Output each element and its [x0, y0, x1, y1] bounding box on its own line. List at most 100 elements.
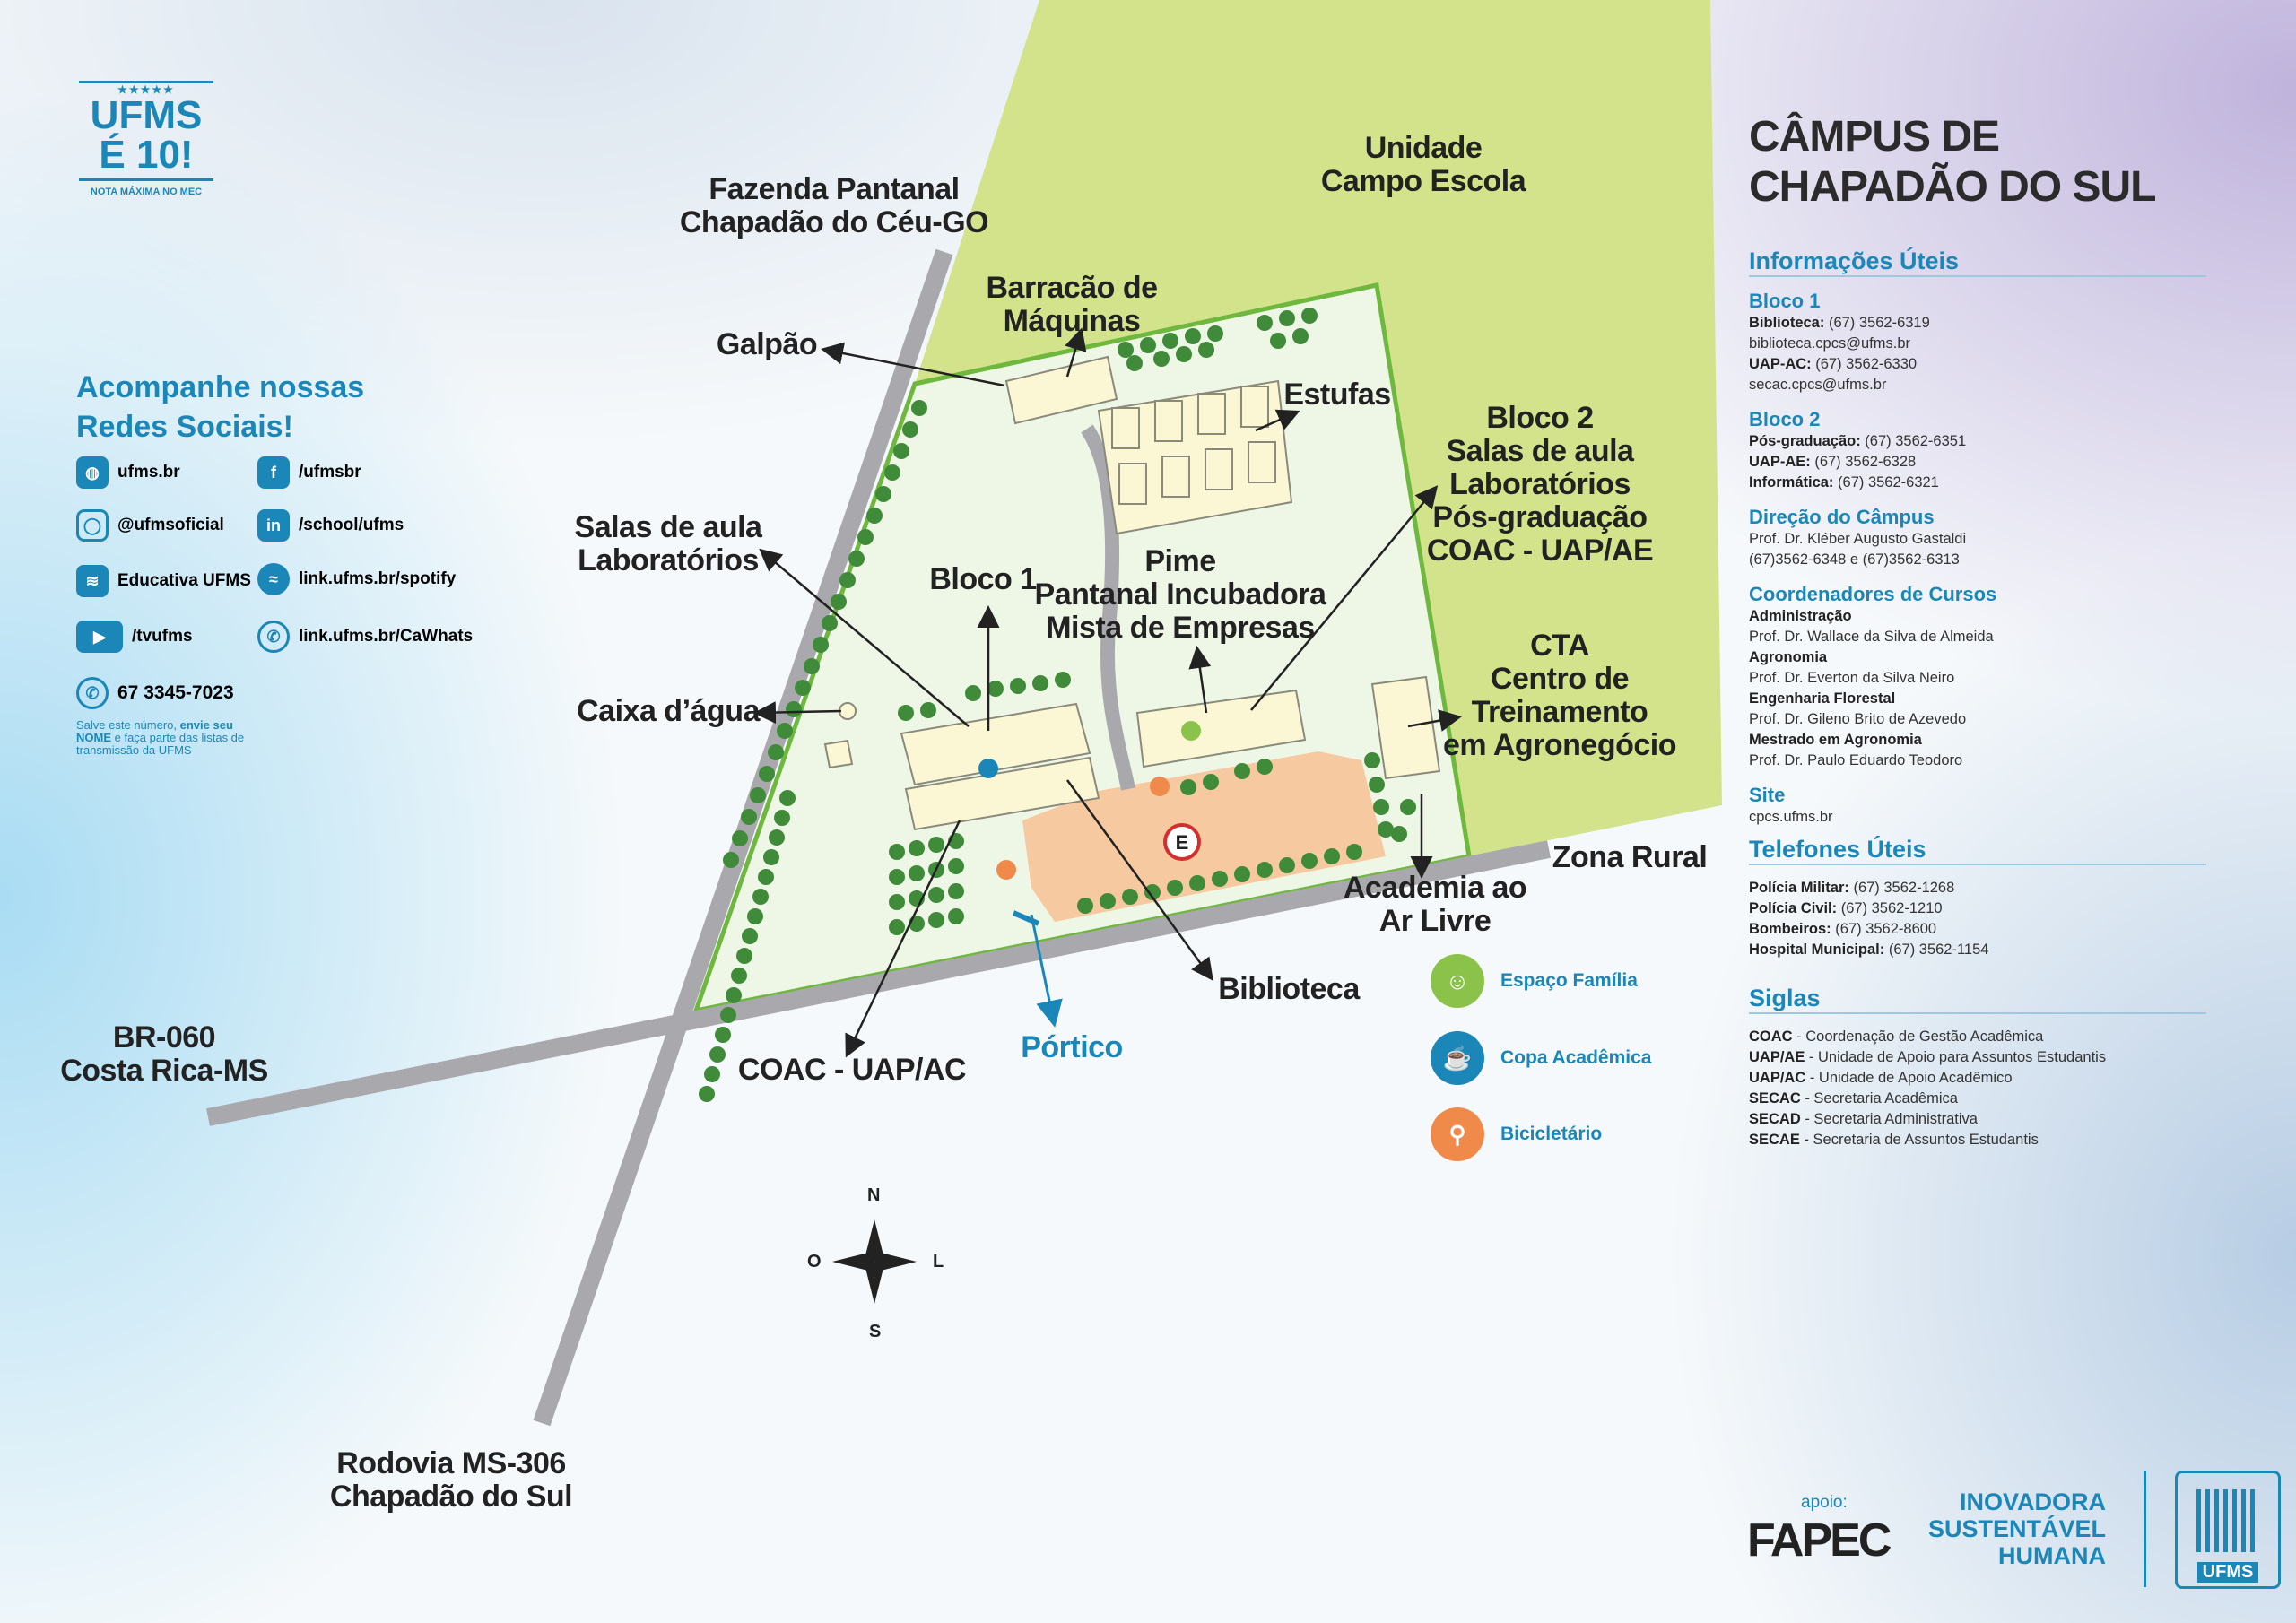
info-line: Prof. Dr. Wallace da Silva de Almeida — [1749, 629, 1994, 645]
facebook-icon: f — [257, 456, 290, 489]
tree-icon — [1185, 328, 1201, 344]
tree-icon — [831, 594, 847, 610]
tree-icon — [786, 701, 802, 717]
tree-icon — [1270, 333, 1286, 349]
tree-icon — [758, 869, 774, 885]
social-whatsapp-number[interactable]: ✆67 3345-7023 — [76, 677, 234, 709]
campo-escola-area — [915, 0, 1722, 856]
small-building — [823, 739, 854, 769]
tree-icon — [1180, 779, 1196, 795]
label-line: Costa Rica-MS — [60, 1054, 268, 1088]
label-line: Ar Livre — [1378, 904, 1492, 938]
whatsapp-note: Salve este número, envie seu NOME e faça… — [76, 719, 256, 757]
tree-icon — [1144, 884, 1161, 900]
portico-arrow — [1030, 914, 1063, 1028]
label-line: Salas de aula — [1446, 434, 1634, 468]
tree-icon — [774, 810, 790, 826]
label-line: Mista de Empresas — [1046, 611, 1315, 645]
info-line: Pós-graduação: (67) 3562-6351 — [1749, 433, 1967, 449]
social-label: link.ufms.br/CaWhats — [299, 627, 474, 646]
tree-icon — [795, 680, 811, 696]
info-line: Prof. Dr. Kléber Augusto Gastaldi — [1749, 531, 1967, 547]
label-line: Máquinas — [1003, 304, 1141, 338]
info-heading: Informações Úteis — [1749, 247, 2206, 277]
greenhouse — [1161, 456, 1190, 498]
tree-icon — [750, 787, 766, 803]
apoio-label: apoio: — [1801, 1493, 1848, 1512]
social-website[interactable]: ◍ufms.br — [76, 456, 180, 489]
label-line: Academia ao — [1343, 871, 1527, 905]
whatsapp-icon: ✆ — [76, 677, 109, 709]
pime-building — [1135, 689, 1307, 768]
tree-icon — [1122, 889, 1138, 905]
info-line: Prof. Dr. Paulo Eduardo Teodoro — [1749, 752, 1963, 768]
social-label: ufms.br — [117, 463, 180, 482]
tree-icon — [1346, 844, 1362, 860]
social-youtube[interactable]: ▶/tvufms — [76, 621, 193, 653]
youtube-icon: ▶ — [76, 621, 123, 653]
label-line: Treinamento — [1471, 695, 1648, 729]
tree-icon — [759, 766, 775, 782]
tree-icon — [1167, 880, 1183, 896]
label-line: Barracão de — [986, 271, 1158, 305]
greenhouse — [1248, 441, 1276, 483]
tree-icon — [1257, 759, 1273, 775]
tree-icon — [839, 572, 856, 588]
legend-bicicletario: ⚲Bicicletário — [1431, 1107, 1602, 1161]
tree-icon — [704, 1066, 720, 1082]
tree-icon — [804, 658, 820, 674]
spotify-icon: ≈ — [257, 563, 290, 595]
social-spotify[interactable]: ≈link.ufms.br/spotify — [257, 563, 456, 595]
compass-rose-icon — [832, 1219, 917, 1304]
tree-icon — [1301, 308, 1318, 324]
info-line: secac.cpcs@ufms.br — [1749, 377, 1887, 393]
tree-icon — [726, 987, 742, 1003]
label-galpao: Galpão — [716, 327, 818, 361]
label-line: Centro de — [1490, 662, 1630, 696]
info-line: UAP-AC: (67) 3562-6330 — [1749, 356, 1918, 372]
divider — [2144, 1471, 2146, 1587]
tree-icon — [742, 928, 758, 944]
label-portico: Pórtico — [1021, 1030, 1123, 1064]
bicycle-icon: ⚲ — [1431, 1107, 1484, 1161]
info-line: Agronomia — [1749, 649, 1828, 665]
tree-icon — [948, 908, 964, 924]
tree-icon — [1118, 342, 1134, 358]
compass-west: O — [807, 1252, 822, 1271]
tree-icon — [909, 865, 925, 881]
info-line: Polícia Civil: (67) 3562-1210 — [1749, 900, 1943, 916]
linkedin-icon: in — [257, 509, 290, 542]
tree-icon — [889, 894, 905, 910]
legend-label: Espaço Família — [1500, 970, 1638, 991]
info-line: Engenharia Florestal — [1749, 690, 1896, 707]
social-whatsapp-link[interactable]: ✆link.ufms.br/CaWhats — [257, 621, 473, 653]
tree-icon — [736, 948, 752, 964]
social-instagram[interactable]: ◯@ufmsoficial — [76, 509, 224, 542]
family-marker-icon — [1181, 721, 1201, 741]
info-line: Prof. Dr. Gileno Brito de Azevedo — [1749, 711, 1967, 727]
info-line: UAP-AE: (67) 3562-6328 — [1749, 454, 1917, 470]
bicycle-marker-icon — [996, 860, 1016, 880]
section-direcao-heading: Direção do Câmpus — [1749, 506, 1935, 528]
label-line: Chapadão do Sul — [329, 1480, 573, 1514]
tree-icon — [752, 889, 769, 905]
tree-icon — [1100, 893, 1116, 909]
social-linkedin[interactable]: in/school/ufms — [257, 509, 404, 542]
tree-icon — [1032, 675, 1048, 691]
social-radio[interactable]: ≋Educativa UFMS — [76, 565, 251, 597]
label-line: COAC - UAP/AE — [1426, 534, 1654, 568]
family-icon: ☺ — [1431, 954, 1484, 1008]
tree-icon — [1279, 857, 1295, 873]
tree-icon — [920, 702, 936, 718]
tree-icon — [747, 908, 763, 924]
telefones-heading: Telefones Úteis — [1749, 835, 2206, 865]
label-line: Rodovia MS-306 — [336, 1446, 566, 1480]
social-facebook[interactable]: f/ufmsbr — [257, 456, 361, 489]
